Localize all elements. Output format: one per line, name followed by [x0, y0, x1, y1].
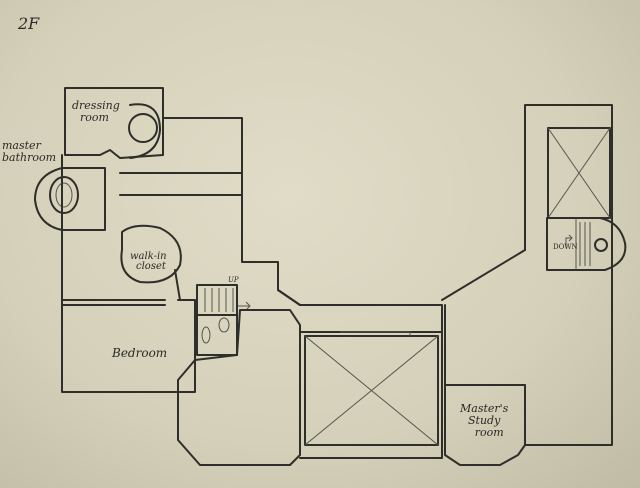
study-room: [444, 384, 526, 466]
label-line: dressing: [72, 99, 120, 112]
right-wing: [524, 104, 613, 446]
stair-up-label: UP: [228, 276, 239, 284]
wc: [196, 314, 238, 356]
arrow-icon: [238, 301, 251, 311]
master-bathroom-label: master bathroom: [2, 140, 56, 164]
stair-down: [546, 217, 627, 271]
central-hall: [299, 304, 443, 459]
label-line: walk-in: [130, 251, 167, 262]
label-line: Master's: [460, 402, 509, 415]
dressing-room-label: dressing room: [72, 100, 120, 124]
void-cross: [304, 335, 439, 446]
label-line: Study: [468, 414, 501, 427]
bathtub: [49, 176, 79, 214]
central-octagon: [177, 309, 301, 466]
label-line: room: [474, 426, 504, 439]
label-line: master: [2, 139, 41, 152]
walk-in-closet-label: walk-in closet: [130, 252, 167, 272]
arrow-down-icon: [565, 234, 573, 248]
label-line: bathroom: [2, 151, 57, 164]
master-bathroom-walls: [34, 167, 106, 231]
bedroom-label: Bedroom: [112, 346, 168, 360]
label-line: closet: [136, 261, 166, 272]
dressing-room-walls: [64, 87, 164, 159]
stair-up: [196, 284, 238, 316]
dressing-room-vanity: [128, 113, 158, 143]
label-line: room: [80, 111, 109, 124]
stair-down-label: DOWN: [553, 243, 578, 251]
walk-in-closet-walls: [120, 224, 182, 284]
study-room-label: Master's Study room: [460, 403, 508, 439]
floor-label: 2F: [18, 14, 40, 33]
